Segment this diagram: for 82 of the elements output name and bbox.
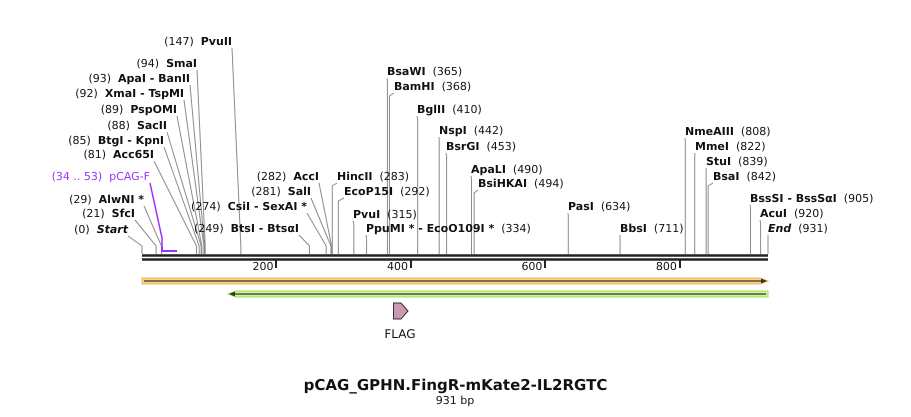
site-label: (274) CsiI - SexAI *	[191, 200, 307, 214]
site-label: (85) BtgI - KpnI	[68, 134, 164, 148]
site-label: PpuMI * - EcoO109I * (334)	[366, 222, 531, 236]
leader-line	[298, 234, 310, 254]
map-title: pCAG_GPHN.FingR-mKate2-IL2RGTC	[302, 376, 608, 394]
leader-line	[708, 182, 714, 254]
site-label: (0) Start	[74, 223, 128, 237]
sequence-bar	[142, 254, 768, 261]
site-label: NmeAIII (808)	[685, 125, 771, 139]
site-label: (88) SacII	[107, 119, 167, 133]
site-label: StuI (839)	[706, 155, 768, 169]
site-label: BssSI - BssSαI (905)	[750, 192, 874, 206]
tick-label: 600	[521, 260, 542, 274]
primer-label: (34 .. 53) pCAG-F	[52, 170, 150, 184]
site-label: BamHI (368)	[394, 80, 472, 94]
leader-line	[128, 236, 142, 254]
site-label: (21) SfcI	[82, 207, 135, 221]
leader-line	[164, 146, 200, 254]
site-label: (89) PspOMI	[100, 103, 177, 117]
leader-line	[318, 182, 332, 254]
leader-line	[568, 212, 569, 254]
site-label: (249) BtsI - BtsαI	[194, 222, 299, 236]
site-label: PasI (634)	[568, 200, 630, 214]
site-label: (92) XmaI - TspMI	[75, 87, 184, 101]
site-label: BsrGI (453)	[446, 140, 516, 154]
leader-line	[760, 220, 762, 254]
site-label: (29) AlwNI *	[69, 193, 144, 207]
tick-label: 400	[386, 260, 408, 274]
feature-label: FLAG	[383, 327, 417, 341]
leader-line	[232, 48, 242, 254]
site-label: (93) ApaI - BanII	[88, 72, 190, 86]
leader-line	[338, 198, 344, 254]
site-label: (282) AccI	[256, 170, 319, 184]
leader-line	[352, 220, 354, 254]
site-label: BglII (410)	[417, 103, 482, 117]
feature-band	[142, 277, 768, 285]
leader-line	[438, 136, 440, 254]
site-label: BsaI (842)	[713, 170, 776, 184]
leader-line	[694, 152, 696, 254]
leader-line	[750, 204, 752, 254]
leader-line	[144, 206, 162, 254]
site-label: PvuI (315)	[353, 208, 417, 222]
site-label: BsiHKAI (494)	[478, 177, 564, 191]
site-label: (94) SmaI	[136, 57, 197, 71]
sequence-length: 931 bp	[434, 394, 476, 407]
leader-line	[154, 160, 197, 254]
site-label: BbsI (711)	[620, 222, 684, 236]
leader-line	[190, 84, 206, 254]
leader-line	[386, 78, 388, 254]
leader-line	[474, 190, 478, 254]
feature-band	[228, 290, 768, 298]
leader-line	[149, 182, 163, 246]
site-label: EcoP15I (292)	[344, 185, 430, 199]
leader-line	[446, 152, 448, 254]
site-label: BsaWI (365)	[387, 65, 462, 79]
site-label: AcuI (920)	[760, 207, 824, 221]
primer-mark	[161, 246, 177, 252]
leader-line	[416, 116, 418, 254]
leader-line	[310, 198, 332, 254]
leader-line	[134, 220, 157, 254]
leader-line	[470, 176, 472, 254]
leader-line	[366, 234, 368, 254]
site-label: NspI (442)	[439, 124, 504, 138]
leader-line	[166, 132, 202, 254]
leader-line	[306, 212, 327, 254]
site-label: (81) Acc65I	[83, 148, 154, 162]
site-label: (147) PvuII	[164, 35, 232, 49]
site-label: End (931)	[768, 222, 828, 236]
leader-line	[706, 168, 707, 254]
site-label: ApaLI (490)	[471, 163, 543, 177]
site-label: HincII (283)	[337, 170, 410, 184]
leader-line	[620, 234, 621, 254]
leader-line	[332, 182, 338, 254]
leader-line	[684, 138, 686, 254]
tick-label: 200	[252, 260, 274, 274]
leader-line	[196, 70, 206, 254]
leader-line	[176, 116, 202, 254]
tick-label: 800	[656, 260, 677, 274]
site-label: MmeI (822)	[695, 140, 766, 154]
leader-line	[184, 100, 204, 254]
leader-line	[388, 92, 394, 254]
site-label: (281) SalI	[251, 185, 311, 199]
